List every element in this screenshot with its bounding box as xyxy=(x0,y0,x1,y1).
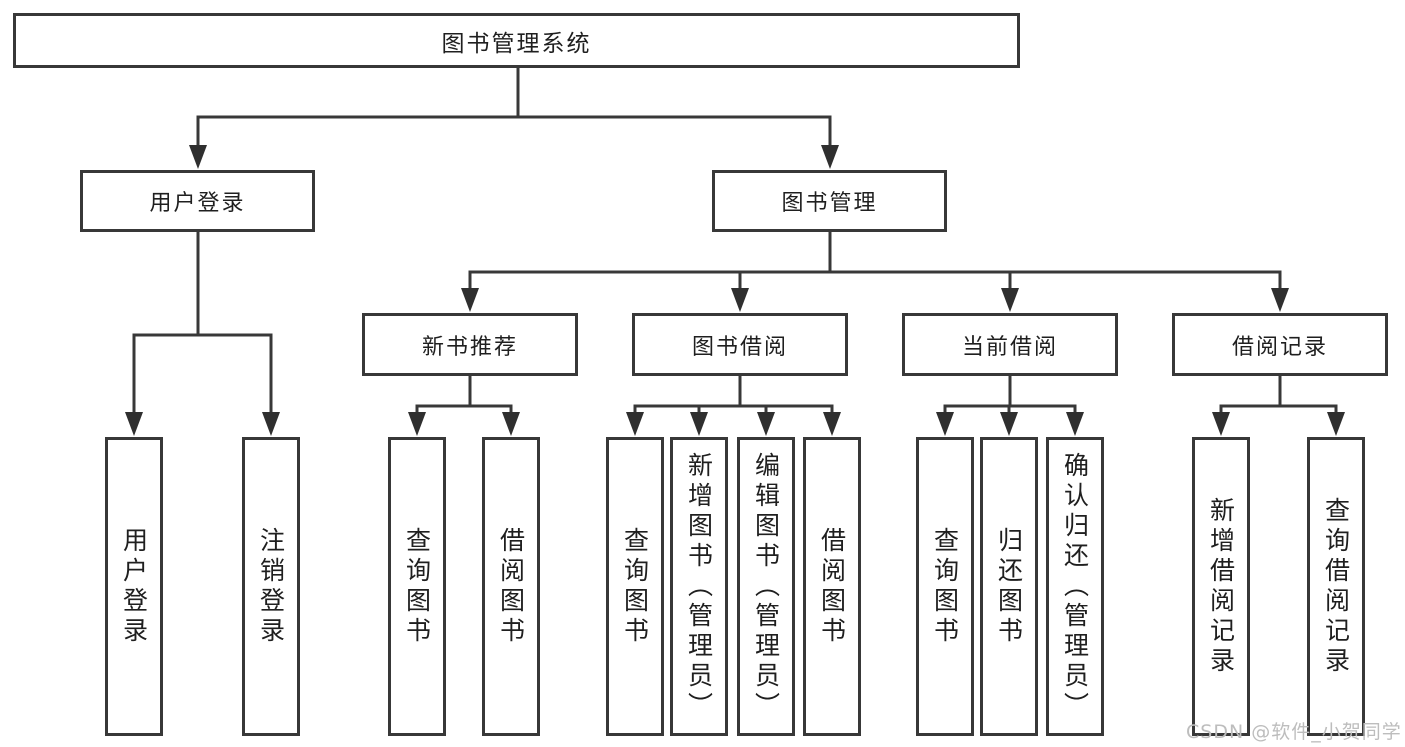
node-root: 图书管理系统 xyxy=(13,13,1020,68)
leaf-borrow-query-books-label: 查询图书 xyxy=(620,526,650,647)
connector-paths xyxy=(132,68,1338,413)
node-root-label: 图书管理系统 xyxy=(441,30,592,57)
arrowheads xyxy=(125,145,1345,436)
leaf-newbook-query-books-label: 查询图书 xyxy=(402,526,432,647)
leaf-current-return-books: 归还图书 xyxy=(980,437,1038,736)
leaf-current-query-books-label: 查询图书 xyxy=(930,526,960,647)
leaf-current-return-books-label: 归还图书 xyxy=(994,526,1024,647)
node-new-book-recommend: 新书推荐 xyxy=(362,313,578,376)
leaf-records-add-record: 新增借阅记录 xyxy=(1192,437,1250,736)
node-user-login-label: 用户登录 xyxy=(149,191,246,216)
leaf-borrow-add-books-admin: 新增图书（管理员） xyxy=(670,437,728,736)
node-borrow-records: 借阅记录 xyxy=(1172,313,1388,376)
leaf-borrow-edit-books-admin-label: 编辑图书（管理员） xyxy=(751,451,781,722)
node-current-borrow: 当前借阅 xyxy=(902,313,1118,376)
leaf-records-query-record-label: 查询借阅记录 xyxy=(1321,496,1351,677)
node-current-borrow-label: 当前借阅 xyxy=(961,334,1058,360)
leaf-records-add-record-label: 新增借阅记录 xyxy=(1206,496,1236,677)
node-book-management-label: 图书管理 xyxy=(781,191,878,216)
node-book-management: 图书管理 xyxy=(712,170,947,232)
leaf-logout-login-label: 注销登录 xyxy=(256,526,286,647)
leaf-current-query-books: 查询图书 xyxy=(916,437,974,736)
node-new-book-recommend-label: 新书推荐 xyxy=(421,334,518,360)
leaf-records-query-record: 查询借阅记录 xyxy=(1307,437,1365,736)
leaf-newbook-borrow-books: 借阅图书 xyxy=(482,437,540,736)
node-user-login: 用户登录 xyxy=(80,170,315,232)
leaf-borrow-borrow-books: 借阅图书 xyxy=(803,437,861,736)
leaf-newbook-borrow-books-label: 借阅图书 xyxy=(496,526,526,647)
leaf-logout-login: 注销登录 xyxy=(242,437,300,736)
leaf-current-confirm-return-admin-label: 确认归还（管理员） xyxy=(1060,451,1090,722)
leaf-borrow-add-books-admin-label: 新增图书（管理员） xyxy=(684,451,714,722)
leaf-current-confirm-return-admin: 确认归还（管理员） xyxy=(1046,437,1104,736)
leaf-borrow-edit-books-admin: 编辑图书（管理员） xyxy=(737,437,795,736)
node-book-borrow-label: 图书借阅 xyxy=(691,334,788,360)
leaf-borrow-query-books: 查询图书 xyxy=(606,437,664,736)
node-book-borrow: 图书借阅 xyxy=(632,313,848,376)
leaf-user-login: 用户登录 xyxy=(105,437,163,736)
leaf-borrow-borrow-books-label: 借阅图书 xyxy=(817,526,847,647)
node-borrow-records-label: 借阅记录 xyxy=(1231,334,1328,360)
leaf-user-login-label: 用户登录 xyxy=(119,526,149,647)
leaf-newbook-query-books: 查询图书 xyxy=(388,437,446,736)
csdn-watermark: CSDN @软件_小贺同学 xyxy=(1186,721,1402,743)
